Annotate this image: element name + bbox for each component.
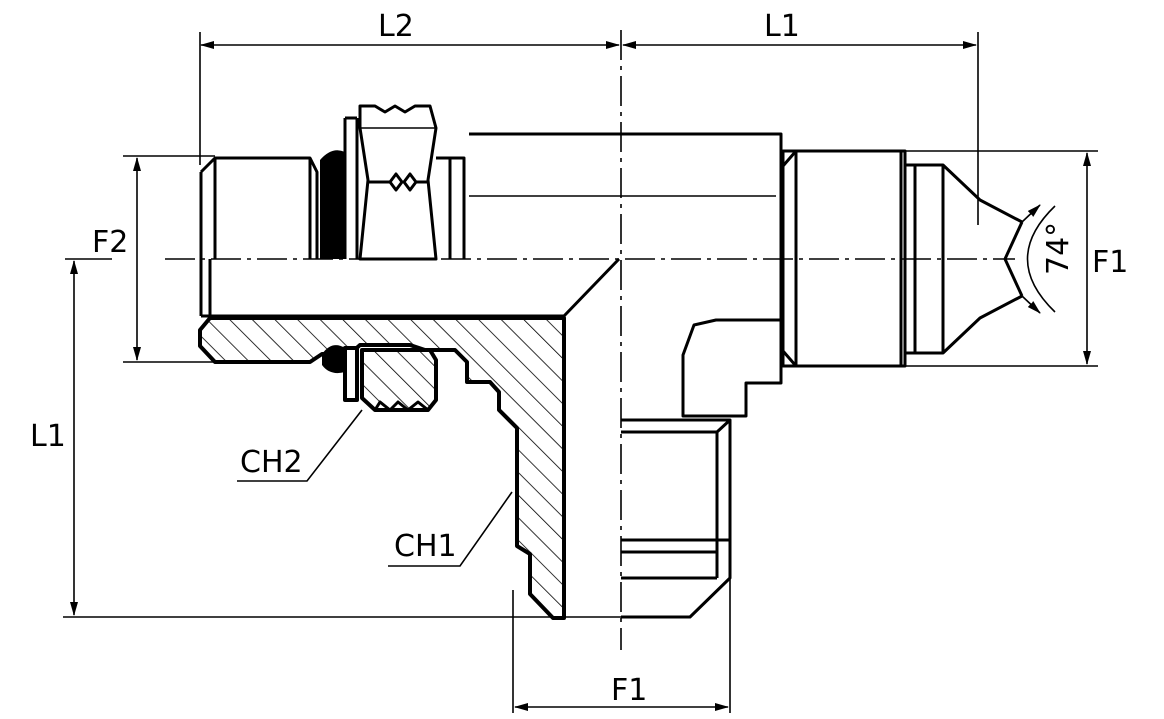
fitting-body	[199, 132, 1024, 619]
nut-assembly	[320, 104, 466, 261]
callout-label-ch2: CH2	[240, 445, 303, 480]
dimension-label-f2: F2	[92, 225, 128, 260]
labels: L2 L1 F2 L1 F1 F1 74° CH2 CH1	[30, 9, 1128, 708]
nut-section	[322, 345, 438, 412]
dimension-lines	[63, 32, 1098, 713]
angle-label: 74°	[1041, 222, 1076, 275]
sectioned-body	[198, 316, 566, 620]
dimension-label-f1-right: F1	[1092, 245, 1128, 280]
dimension-label-l2: L2	[378, 9, 414, 44]
dimension-label-l1-top: L1	[764, 9, 800, 44]
dimension-label-l1-left: L1	[30, 419, 66, 454]
dimension-label-f1-bottom: F1	[611, 673, 647, 708]
callout-label-ch1: CH1	[394, 529, 457, 564]
